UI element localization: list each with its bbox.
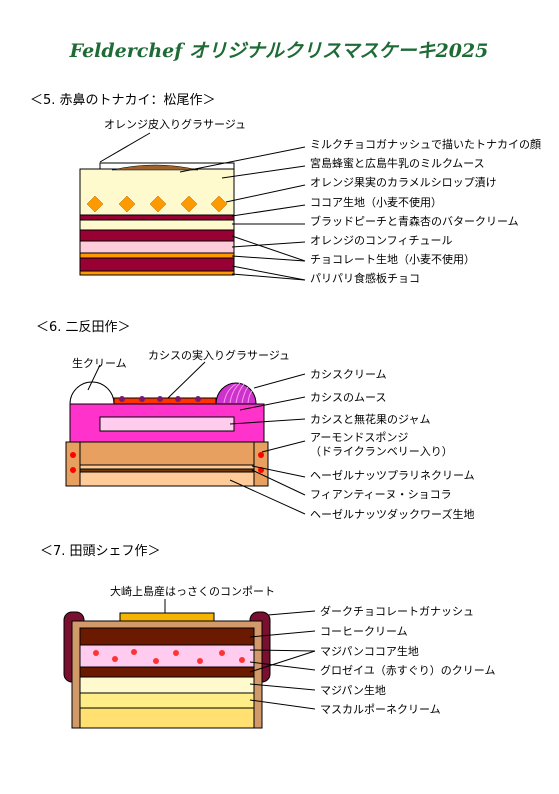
cake-5-leader-lines — [99, 132, 306, 281]
orange-diamond — [180, 195, 198, 213]
cake-7-groseille-dots — [93, 649, 245, 664]
cake-7-coffee-cream — [79, 627, 255, 646]
cake-6-top-label: カシスの実入りグラサージュ — [148, 348, 290, 362]
cake-5-maroon-layer — [79, 229, 235, 242]
cake-7-leader-lines — [164, 599, 316, 710]
cake-6-label: フィアンティーヌ・ショコラ — [310, 488, 452, 501]
cake-5-label: 宮島蜂蜜と広島牛乳のミルクムース — [310, 156, 485, 170]
section-7-heading: ＜7. 田頭シェフ作＞ — [40, 544, 161, 559]
cake-5-butter-cream — [79, 219, 235, 231]
cake-5-choco-sponge — [79, 257, 235, 272]
groseille-dot — [131, 649, 137, 655]
cake-6-dome-stripes — [223, 382, 253, 404]
orange-diamond — [149, 195, 167, 213]
cake-5-label: パリパリ食感板チョコ — [310, 271, 420, 285]
cake-5-illustration — [79, 162, 235, 276]
cake-5-label: ミルクチョコガナッシュで描いたトナカイの顔 — [310, 137, 541, 151]
section-5-heading: ＜5. 赤鼻のトナカイ：松尾作＞ — [30, 92, 216, 108]
cake-5-confiture — [79, 252, 235, 259]
cake-5-label: オレンジのコンフィチュール — [310, 234, 452, 247]
cake-7-illustration — [63, 611, 271, 729]
cake-5-label: オレンジ果実のカラメルシロップ漬け — [310, 175, 497, 189]
cranberry — [70, 452, 76, 458]
title-brand: Felderchef — [69, 40, 186, 62]
cake-6-cassis-berries — [119, 396, 201, 402]
cake-6-left-sponge-band — [65, 441, 81, 487]
cake-5-ganache-face — [111, 164, 199, 171]
cake-7-compote — [119, 612, 215, 622]
cake-5-label: チョコレート生地（小麦不使用） — [310, 252, 475, 266]
orange-diamond — [210, 195, 228, 213]
cake-7-mascarpone-2 — [79, 707, 255, 729]
cranberry — [258, 452, 264, 458]
cake-6-label: カシスのムース — [310, 391, 386, 404]
cake-6-right-sponge-band — [253, 441, 269, 487]
cake-5-pink-layer — [79, 240, 235, 254]
cake-6-label: （ドライクランベリー入り） — [310, 445, 453, 458]
cake-7-groseille-cream — [79, 666, 255, 678]
orange-diamond — [86, 195, 104, 213]
cake-6-label: ヘーゼルナッツプラリネクリーム — [310, 469, 475, 482]
groseille-dot — [197, 658, 203, 664]
cake-6-label: ヘーゼルナッツダックワーズ生地 — [310, 507, 474, 521]
cassis-berry — [139, 396, 145, 402]
page-title: Felderchef オリジナルクリスマスケーキ2025 — [69, 40, 489, 62]
cake-6-whipped-cream — [69, 381, 115, 405]
cassis-berry — [195, 396, 201, 402]
groseille-dot — [173, 650, 179, 656]
cassis-berry — [119, 396, 125, 402]
cake-6-illustration — [65, 381, 269, 487]
cake-6-almond-sponge — [79, 441, 255, 466]
cranberry — [70, 467, 76, 473]
cake-6-jam-insert — [99, 416, 235, 432]
cake-7-label: グロゼイユ（赤すぐり）のクリーム — [320, 663, 495, 677]
cake-7-label: マジパン生地 — [320, 683, 386, 697]
cake-6-top-label: 生クリーム — [72, 356, 127, 370]
cake-6-cassis-cream-dome — [215, 382, 257, 405]
cake-7-label: マジパンココア生地 — [320, 644, 419, 658]
cake-7-marzipan-sponge — [79, 676, 255, 694]
section-6-heading: ＜6. 二反田作＞ — [36, 320, 131, 335]
cake-7-label: マスカルポーネクリーム — [320, 703, 441, 716]
cake-5-top-label: オレンジ皮入りグラサージュ — [104, 117, 246, 131]
groseille-dot — [93, 650, 99, 656]
cake-7-mascarpone-1 — [79, 692, 255, 709]
cassis-berry — [157, 396, 163, 402]
cake-5-label: ココア生地（小麦不使用） — [310, 195, 442, 209]
orange-diamond — [118, 195, 136, 213]
cake-5-choco-plate — [79, 270, 235, 276]
cake-5-orange-diamonds — [86, 195, 228, 213]
cake-7-top-label: 大崎上島産はっさくのコンポート — [110, 584, 275, 598]
cake-6-leader-lines — [87, 361, 306, 515]
groseille-dot — [112, 656, 118, 662]
cassis-berry — [175, 396, 181, 402]
cake-6-praline-cream — [79, 464, 255, 470]
groseille-dot — [219, 650, 225, 656]
cake-6-label: カシスと無花果のジャム — [310, 412, 430, 426]
cake-5-label: ブラッドピーチと青森杏のバタークリーム — [310, 214, 519, 228]
cake-7-cocoa-marzipan — [79, 644, 255, 668]
cake-7-label: コーヒークリーム — [320, 625, 408, 638]
title-rest: オリジナルクリスマスケーキ2025 — [182, 40, 488, 62]
groseille-dot — [153, 658, 159, 664]
cake-6-label: カシスクリーム — [310, 368, 387, 381]
cake-5-cocoa-sponge — [79, 214, 235, 221]
cake-7-label: ダークチョコレートガナッシュ — [320, 604, 474, 618]
cake-6-label: アーモンドスポンジ — [310, 431, 408, 444]
groseille-dot — [239, 657, 245, 663]
cake-6-dacquoise — [79, 471, 255, 487]
